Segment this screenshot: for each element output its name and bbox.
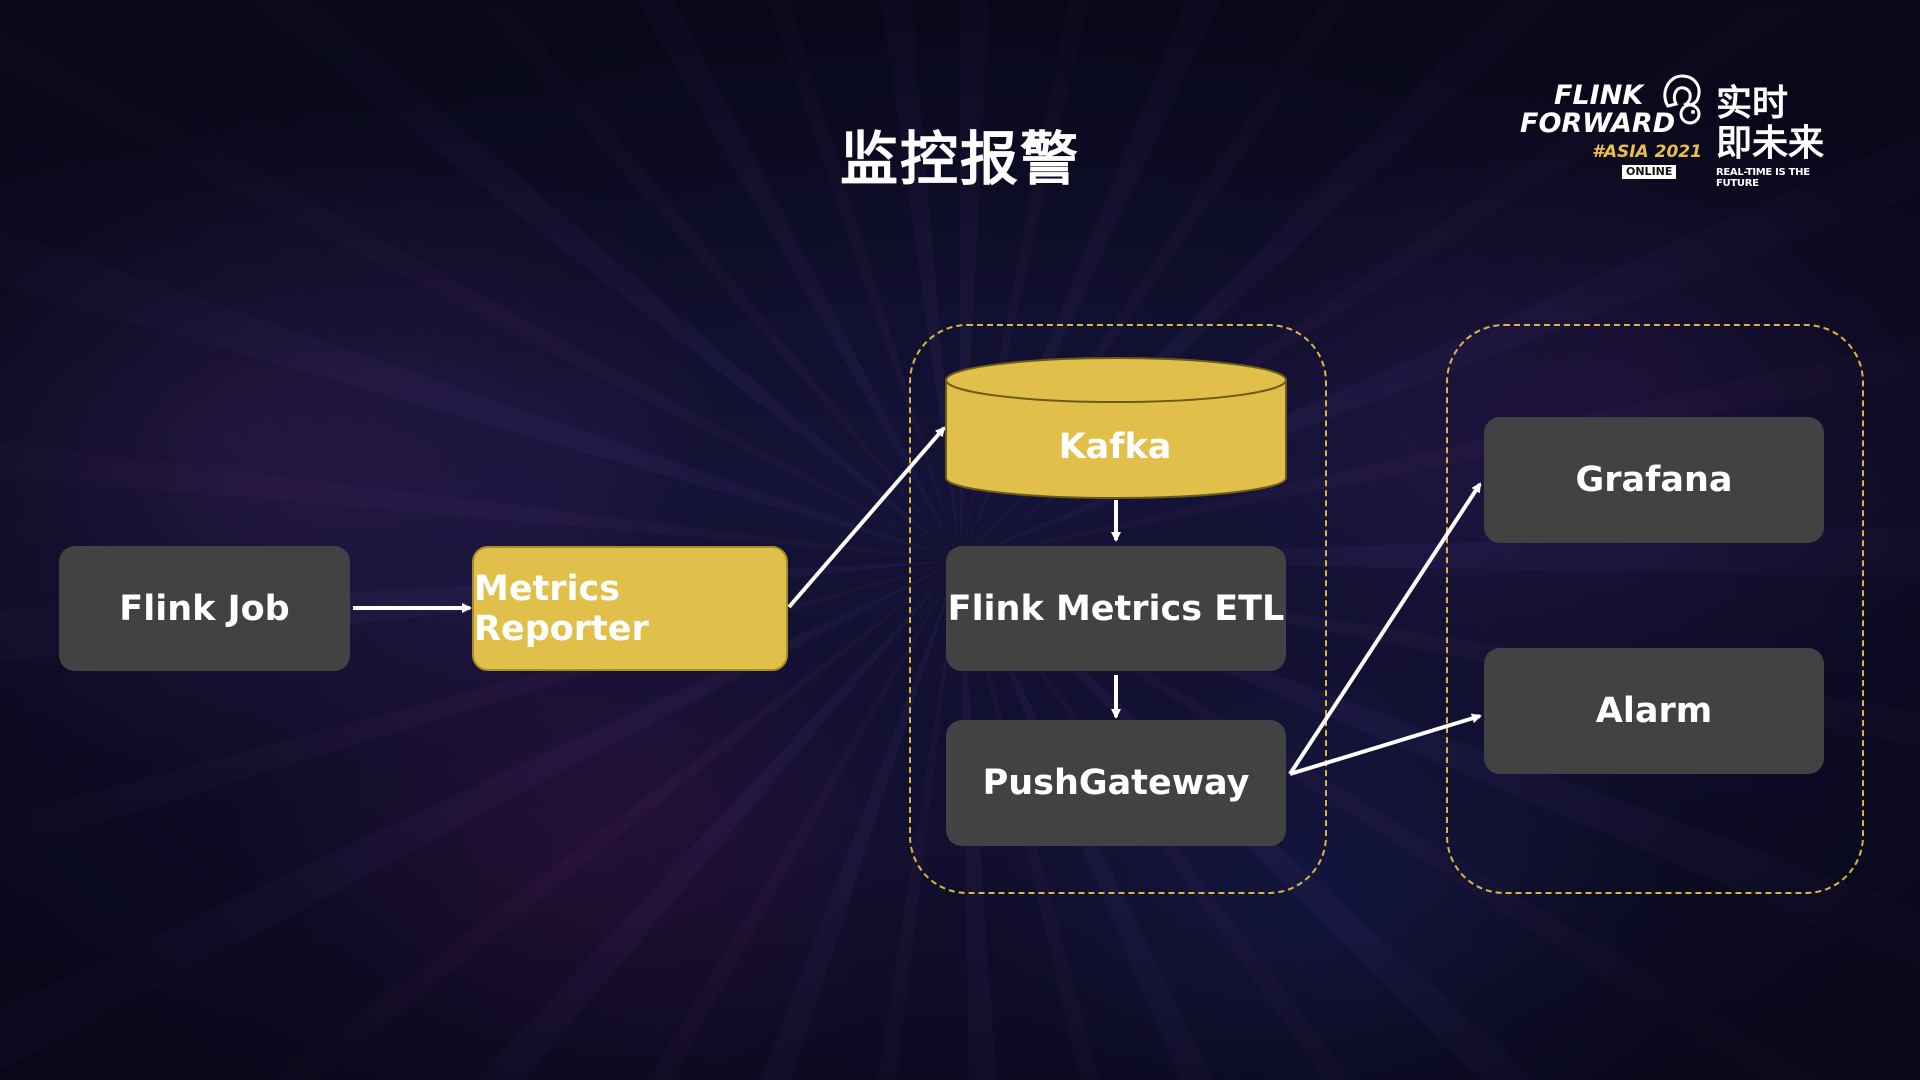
flink-forward-logo: FLINK FORWARD #ASIA 2021 ONLINE 实时 即未来 R… xyxy=(1510,66,1850,189)
logo-tagline: REAL-TIME IS THE FUTURE xyxy=(1716,167,1810,189)
node-alarm: Alarm xyxy=(1484,648,1824,774)
squirrel-mascot-icon xyxy=(1663,74,1701,125)
logo-asia-text: #ASIA 2021 xyxy=(1592,142,1702,162)
processing-group xyxy=(909,324,1327,894)
arrow-pushgateway-to-alarm xyxy=(1289,713,1482,776)
kafka-cylinder xyxy=(945,357,1287,499)
node-kafka-label: Kafka xyxy=(1058,427,1172,467)
page-title: 监控报警 xyxy=(840,125,1081,193)
node-pushgateway: PushGateway xyxy=(946,720,1286,846)
logo-cn-line1: 实时 xyxy=(1716,83,1789,124)
output-group xyxy=(1446,324,1864,894)
node-grafana: Grafana xyxy=(1484,417,1824,543)
node-flink-metrics-etl: Flink Metrics ETL xyxy=(946,546,1286,671)
arrow-pushgateway-to-grafana xyxy=(1288,482,1482,776)
logo-online-badge: ONLINE xyxy=(1622,165,1677,179)
logo-cn-line2: 即未来 xyxy=(1716,123,1825,164)
node-flink-job: Flink Job xyxy=(59,546,350,671)
logo-forward-text: FORWARD xyxy=(1520,108,1676,139)
node-metrics-reporter: Metrics Reporter xyxy=(472,546,788,671)
arrow-reporter-to-kafka xyxy=(787,426,946,609)
logo-flink-text: FLINK xyxy=(1554,80,1644,111)
